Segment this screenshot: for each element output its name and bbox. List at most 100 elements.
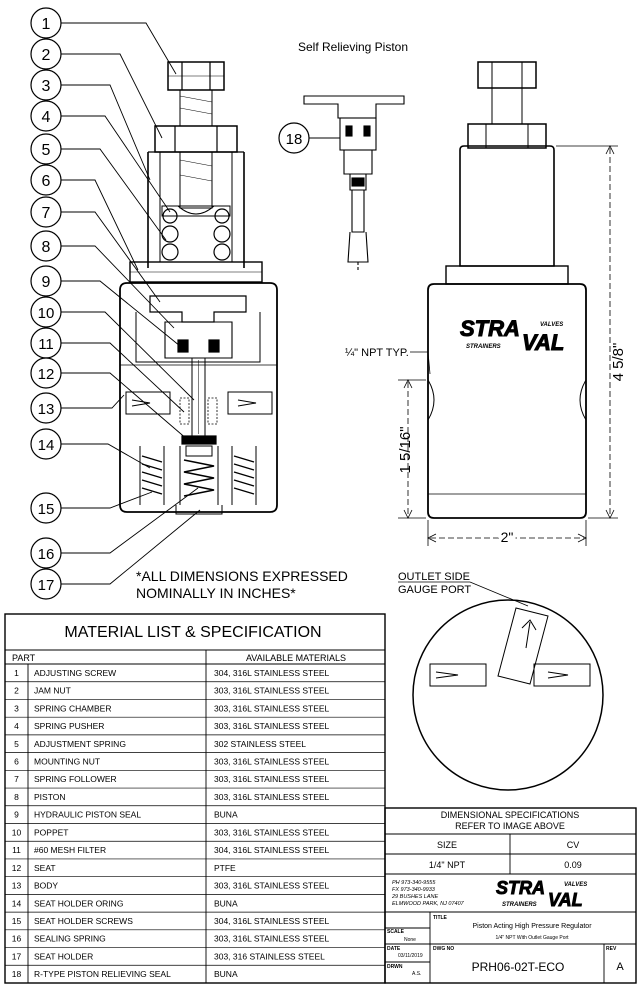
- column-header-part: PART: [12, 653, 36, 663]
- part-material: 303, 316L STAINLESS STEEL: [214, 686, 330, 696]
- scale-value: None: [404, 937, 416, 943]
- drawn-by-label: DRWN: [387, 964, 403, 970]
- part-name: ADJUSTING SCREW: [34, 668, 116, 678]
- part-number: 6: [14, 756, 19, 766]
- callout-number: 1: [42, 16, 51, 33]
- part-name: SEAT: [34, 863, 56, 873]
- column-header-materials: AVAILABLE MATERIALS: [246, 653, 346, 663]
- part-name: R-TYPE PISTON RELIEVING SEAL: [34, 969, 171, 979]
- part-material: BUNA: [214, 810, 238, 820]
- part-material: 303, 316 STAINLESS STEEL: [214, 951, 325, 961]
- part-material: PTFE: [214, 863, 236, 873]
- part-name: ADJUSTMENT SPRING: [34, 739, 126, 749]
- part-material: 303, 316L STAINLESS STEEL: [214, 792, 330, 802]
- part-material: 303, 316L STAINLESS STEEL: [214, 934, 330, 944]
- dim-spec-title-line-2: REFER TO IMAGE ABOVE: [455, 821, 565, 831]
- callout-14: 14: [30, 428, 62, 460]
- logo-text: VAL: [522, 330, 564, 355]
- part-callouts: 1 2 3 4 5 6 7 8 9 10 11 12 13 14 15 16 1…: [30, 7, 310, 600]
- drawn-by-value: A.S.: [412, 971, 421, 977]
- part-number: 11: [12, 845, 21, 855]
- callout-10: 10: [30, 296, 62, 328]
- callout-number: 17: [38, 577, 55, 594]
- callout-number: 5: [42, 142, 51, 159]
- spec-header-cv: CV: [567, 840, 580, 850]
- callout-18: 18: [278, 122, 310, 154]
- material-list-title: MATERIAL LIST & SPECIFICATION: [64, 624, 321, 641]
- sectional-view: [119, 61, 278, 515]
- drawing-number: PRH06-02T-ECO: [472, 960, 565, 974]
- date-value: 03/11/2019: [398, 953, 423, 959]
- spec-size-value: 1/4" NPT: [429, 860, 466, 870]
- callout-6: 6: [30, 164, 62, 196]
- logo-strainers: STRAINERS: [466, 344, 501, 350]
- dimension-port-height: 1 5/16": [397, 426, 414, 473]
- dimension-lines: [398, 145, 618, 546]
- callout-number: 11: [38, 336, 54, 353]
- self-relieving-piston-detail: [303, 95, 405, 272]
- part-material: 303, 316L STAINLESS STEEL: [214, 827, 330, 837]
- part-name: BODY: [34, 881, 58, 891]
- part-number: 10: [12, 827, 22, 837]
- contact-fax: FX 973-340-9933: [392, 887, 436, 893]
- spec-header-size: SIZE: [437, 840, 457, 850]
- part-number: 7: [14, 774, 19, 784]
- part-material: 304, 316L STAINLESS STEEL: [214, 916, 330, 926]
- callout-number: 16: [38, 546, 55, 563]
- callout-9: 9: [30, 265, 62, 297]
- part-material: BUNA: [214, 969, 238, 979]
- callout-number: 10: [38, 305, 55, 322]
- part-name: SPRING PUSHER: [34, 721, 104, 731]
- part-material: 303, 316L STAINLESS STEEL: [214, 756, 330, 766]
- part-number: 8: [14, 792, 19, 802]
- part-number: 12: [12, 863, 22, 873]
- spec-cv-value: 0.09: [564, 860, 582, 870]
- part-material: 302 STAINLESS STEEL: [214, 739, 306, 749]
- part-name: SEAT HOLDER ORING: [34, 898, 123, 908]
- callout-5: 5: [30, 133, 62, 165]
- part-name: SPRING CHAMBER: [34, 703, 111, 713]
- part-number: 1: [14, 668, 19, 678]
- straval-logo-title-block: STRA VAL VALVES STRAINERS: [496, 878, 588, 911]
- callout-17: 17: [30, 568, 62, 600]
- dwg-no-label: DWG NO: [433, 946, 454, 952]
- dimensions-note-line-1: *ALL DIMENSIONS EXPRESSED: [136, 568, 348, 584]
- piston-detail-title: Self Relieving Piston: [298, 40, 408, 54]
- dim-spec-title-line-1: DIMENSIONAL SPECIFICATIONS: [441, 810, 580, 820]
- callout-number: 2: [42, 47, 51, 64]
- callout-12: 12: [30, 357, 62, 389]
- callout-number: 14: [38, 437, 55, 454]
- part-material: 303, 316L STAINLESS STEEL: [214, 881, 330, 891]
- logo-text: VAL: [548, 890, 583, 910]
- part-name: #60 MESH FILTER: [34, 845, 106, 855]
- callout-11: 11: [30, 327, 62, 359]
- gauge-label-line-2: GAUGE PORT: [398, 584, 471, 596]
- callout-7: 7: [30, 196, 62, 228]
- dimensions-note-line-2: NOMINALLY IN INCHES*: [136, 585, 296, 601]
- part-number: 16: [12, 934, 22, 944]
- part-number: 2: [14, 686, 19, 696]
- part-number: 5: [14, 739, 19, 749]
- drawing-title: Piston Acting High Pressure Regulator: [472, 923, 592, 930]
- straval-logo-body: STRA VAL VALVES STRAINERS: [460, 316, 565, 356]
- callout-1: 1: [30, 7, 62, 39]
- callout-number: 4: [42, 109, 51, 126]
- revision-value: A: [616, 961, 624, 973]
- title-label: TITLE: [433, 915, 448, 921]
- dimension-width: 2": [501, 529, 514, 545]
- part-number: 15: [12, 916, 22, 926]
- callout-number: 13: [38, 401, 55, 418]
- part-material: BUNA: [214, 898, 238, 908]
- callout-8: 8: [30, 230, 62, 262]
- material-row-text: 1 ADJUSTING SCREW 304, 316L STAINLESS STEE…: [12, 668, 330, 979]
- callout-2: 2: [30, 38, 62, 70]
- part-number: 13: [12, 881, 22, 891]
- part-material: 303, 316L STAINLESS STEEL: [214, 774, 330, 784]
- callout-leader-lines: [61, 22, 340, 585]
- logo-strainers: STRAINERS: [502, 902, 537, 908]
- callout-number: 8: [42, 239, 51, 256]
- part-name: SPRING FOLLOWER: [34, 774, 117, 784]
- part-number: 9: [14, 810, 19, 820]
- callout-number: 7: [42, 205, 51, 222]
